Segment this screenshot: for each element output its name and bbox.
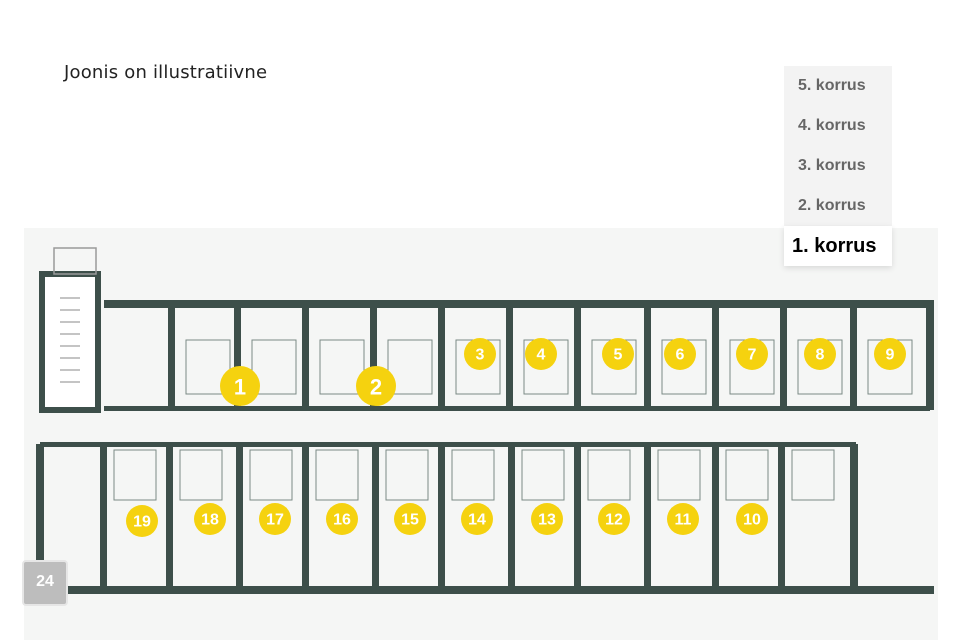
unit-number-14: 14: [468, 512, 486, 529]
unit-marker-2[interactable]: [356, 366, 396, 406]
north-partitions: [168, 304, 913, 408]
south-partition-wall: [100, 446, 107, 590]
unit-marker-16[interactable]: [326, 503, 358, 535]
unit-marker-15[interactable]: [394, 503, 426, 535]
bathroom-outline: [587, 449, 631, 501]
north-wall: [104, 300, 934, 308]
unit-marker-19[interactable]: [126, 505, 158, 537]
bathroom-outline: [791, 449, 835, 501]
floor-3-option[interactable]: 3. korrus: [798, 157, 866, 174]
bathroom-outline: [179, 449, 223, 501]
north-partition-wall: [438, 304, 445, 408]
south-partition-wall: [712, 446, 719, 590]
floor-selector: 5. korrus 4. korrus 3. korrus 2. korrus …: [784, 66, 892, 266]
unit-number-5: 5: [614, 347, 623, 364]
bathroom-outline: [725, 449, 769, 501]
east-wall-south: [850, 444, 858, 594]
bathroom-outline: [387, 339, 433, 395]
bathroom-outline: [657, 449, 701, 501]
floor-2-option[interactable]: 2. korrus: [798, 197, 866, 214]
unit-marker-11[interactable]: [667, 503, 699, 535]
unit-marker-18[interactable]: [194, 503, 226, 535]
unit-marker-5[interactable]: [602, 338, 634, 370]
unit-marker-14[interactable]: [461, 503, 493, 535]
bathroom-outline: [113, 449, 157, 501]
bathroom-outline: [249, 449, 293, 501]
floor-5-option[interactable]: 5. korrus: [798, 77, 866, 94]
south-partition-wall: [166, 446, 173, 590]
stair-steps: [60, 297, 80, 383]
unit-number-4: 4: [537, 347, 546, 364]
east-wall-north: [926, 300, 934, 410]
unit-marker-9[interactable]: [874, 338, 906, 370]
bathroom-outline: [451, 449, 495, 501]
unit-number-1: 1: [234, 375, 246, 400]
south-partition-wall: [372, 446, 379, 590]
entrance-canopy: [53, 247, 97, 275]
unit-number-3: 3: [476, 347, 485, 364]
north-partition-wall: [506, 304, 513, 408]
unit-marker-10[interactable]: [736, 503, 768, 535]
bathroom-outline: [385, 449, 429, 501]
plan-background: [24, 228, 938, 640]
watermark-badge: 24: [22, 560, 68, 606]
north-partition-wall: [574, 304, 581, 408]
north-partition-wall: [302, 304, 309, 408]
north-partition-wall: [168, 304, 175, 408]
unit-number-8: 8: [816, 347, 825, 364]
unit-marker-8[interactable]: [804, 338, 836, 370]
south-partition-wall: [644, 446, 651, 590]
west-wall: [36, 444, 44, 594]
unit-number-16: 16: [333, 512, 351, 529]
north-partition-wall: [370, 304, 377, 408]
bathroom-outline: [251, 339, 297, 395]
unit-number-18: 18: [201, 512, 219, 529]
unit-number-12: 12: [605, 512, 623, 529]
unit-number-11: 11: [675, 512, 692, 529]
unit-number-15: 15: [401, 512, 419, 529]
south-wall: [40, 586, 934, 594]
unit-number-17: 17: [266, 512, 284, 529]
bathroom-outline: [319, 339, 365, 395]
floor-4-option[interactable]: 4. korrus: [798, 117, 866, 134]
north-partition-wall: [644, 304, 651, 408]
south-partition-wall: [236, 446, 243, 590]
illustrative-note: Joonis on illustratiivne: [64, 62, 268, 83]
unit-marker-4[interactable]: [525, 338, 557, 370]
unit-marker-13[interactable]: [531, 503, 563, 535]
north-partition-wall: [234, 304, 241, 408]
unit-marker-7[interactable]: [736, 338, 768, 370]
south-partition-wall: [438, 446, 445, 590]
unit-marker-12[interactable]: [598, 503, 630, 535]
north-partition-wall: [780, 304, 787, 408]
north-partition-wall: [850, 304, 857, 408]
unit-marker-17[interactable]: [259, 503, 291, 535]
bathroom-outline: [315, 449, 359, 501]
north-partition-wall: [712, 304, 719, 408]
south-partition-wall: [778, 446, 785, 590]
corridor-north-wall: [104, 406, 930, 411]
unit-number-13: 13: [538, 512, 556, 529]
unit-marker-1[interactable]: [220, 366, 260, 406]
bathroom-outline: [521, 449, 565, 501]
bathroom-outline: [185, 339, 231, 395]
unit-number-6: 6: [676, 347, 685, 364]
south-partition-wall: [508, 446, 515, 590]
stairwell: [39, 271, 101, 413]
south-partition-wall: [302, 446, 309, 590]
unit-marker-6[interactable]: [664, 338, 696, 370]
corridor-south-wall: [40, 442, 856, 447]
floor-1-option[interactable]: 1. korrus: [784, 226, 892, 266]
south-partitions: [100, 446, 835, 590]
unit-marker-3[interactable]: [464, 338, 496, 370]
south-partition-wall: [574, 446, 581, 590]
unit-number-7: 7: [748, 347, 757, 364]
unit-number-19: 19: [133, 514, 151, 531]
unit-number-2: 2: [370, 375, 382, 400]
unit-number-9: 9: [886, 347, 895, 364]
unit-number-10: 10: [743, 512, 761, 529]
